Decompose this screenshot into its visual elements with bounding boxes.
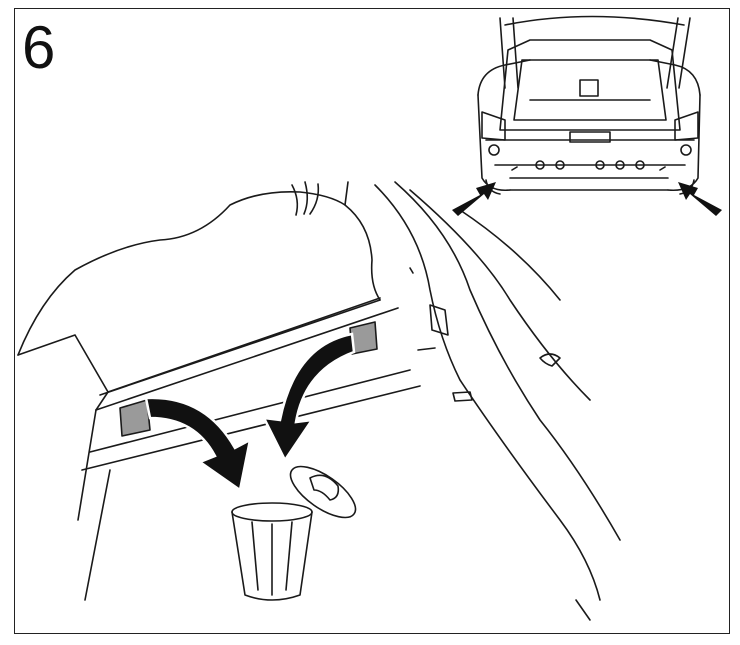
black-arrow-icon bbox=[144, 332, 356, 493]
car-rear-inset bbox=[477, 15, 701, 195]
adhesive-tape-pieces bbox=[119, 321, 378, 437]
trunk-interior bbox=[17, 181, 621, 621]
tape-left bbox=[119, 399, 151, 437]
trash-lid-icon bbox=[289, 465, 357, 519]
step-number: 6 bbox=[22, 14, 56, 81]
instruction-panel bbox=[14, 8, 730, 634]
trash-bin-icon bbox=[231, 502, 313, 601]
inset-arrow-icons bbox=[452, 182, 722, 216]
